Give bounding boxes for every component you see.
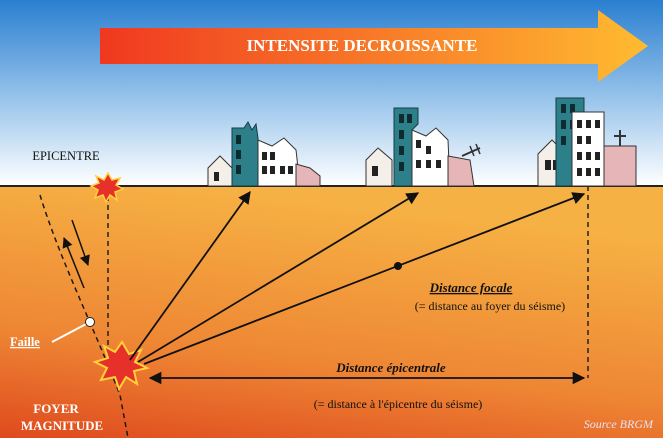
building-group-3 xyxy=(537,97,637,187)
focus-label: FOYER xyxy=(33,401,79,416)
intensity-arrow: INTENSITE DECROISSANTE xyxy=(100,10,648,82)
focal-distance-label: Distance focale xyxy=(429,280,513,295)
ray-to-building-1 xyxy=(129,190,251,361)
epicentre-label: EPICENTRE xyxy=(32,149,100,163)
epicentral-distance-label: Distance épicentrale xyxy=(335,360,446,375)
fault-slip-arrow-down xyxy=(71,219,90,266)
epicentral-distance-definition: (= distance à l'épicentre du séisme) xyxy=(314,397,483,411)
seismic-rays xyxy=(129,190,586,365)
focal-distance-marker xyxy=(394,262,402,270)
fault-slip-arrow-up xyxy=(62,237,85,289)
building-group-2 xyxy=(365,107,481,187)
ground xyxy=(0,186,663,438)
magnitude-label: MAGNITUDE xyxy=(21,418,103,433)
ray-to-building-2 xyxy=(137,192,420,363)
fault-marker xyxy=(85,317,95,327)
epicentre-star xyxy=(89,171,125,204)
fault xyxy=(39,194,129,438)
ray-to-building-3 xyxy=(143,192,586,365)
building-group-1 xyxy=(207,121,321,187)
fault-label: Faille xyxy=(10,335,40,349)
intensity-arrow-label: INTENSITE DECROISSANTE xyxy=(247,36,478,55)
source-credit: Source BRGM xyxy=(584,417,654,431)
focal-distance-definition: (= distance au foyer du séisme) xyxy=(415,299,565,313)
